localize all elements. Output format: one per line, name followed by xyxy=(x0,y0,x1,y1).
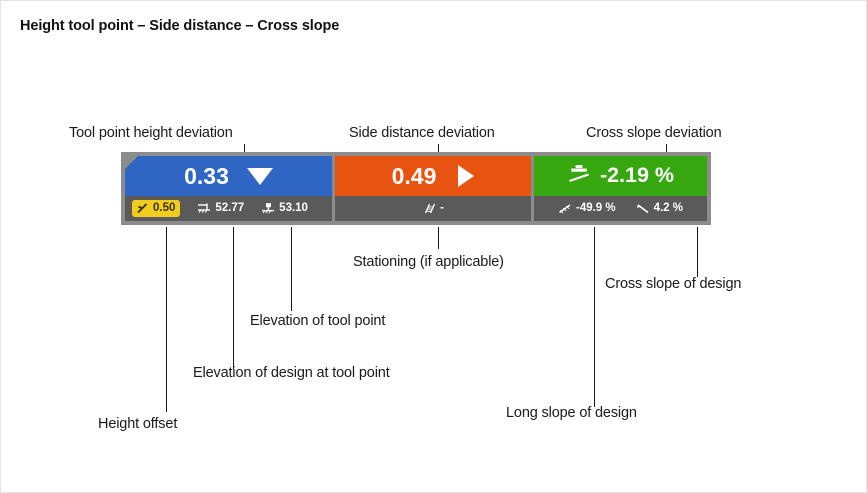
stationing-value: - xyxy=(440,201,444,214)
callout-tool-point-height-deviation: Tool point height deviation xyxy=(69,125,233,141)
callout-height-offset: Height offset xyxy=(98,416,178,432)
side-distance-secondary-row: - xyxy=(335,196,531,221)
elevation-of-design-at-tool-point-value: 52.77 xyxy=(215,201,245,214)
stationing-icon xyxy=(422,202,436,215)
tool-point-secondary-row: 0.50 52 xyxy=(125,196,332,221)
callout-elevation-of-design-at-tool-point: Elevation of design at tool point xyxy=(193,365,390,381)
tool-point-height-deviation-value: 0.33 xyxy=(184,162,229,189)
cross-slope-secondary-row: -49.9 % 4.2 % xyxy=(534,196,707,221)
elevation-of-design-at-tool-point-field[interactable]: 52.77 xyxy=(197,202,244,215)
callout-stationing: Stationing (if applicable) xyxy=(353,254,504,270)
corner-cut-decoration xyxy=(125,156,138,169)
arrow-down-icon xyxy=(246,167,273,185)
leader-line-height-offset xyxy=(166,227,167,412)
page-title: Height tool point – Side distance – Cros… xyxy=(20,18,340,34)
long-slope-icon xyxy=(558,202,572,215)
long-slope-of-design-field[interactable]: -49.9 % xyxy=(558,202,616,215)
arrow-right-icon xyxy=(458,165,475,187)
callout-side-distance-deviation: Side distance deviation xyxy=(349,125,495,141)
height-offset-icon xyxy=(136,202,149,215)
cross-slope-of-design-field[interactable]: 4.2 % xyxy=(636,202,683,215)
panel-tool-point-height-deviation[interactable]: 0.33 0.50 xyxy=(125,156,332,221)
callout-elevation-of-tool-point: Elevation of tool point xyxy=(250,313,386,329)
tool-point-elevation-icon xyxy=(261,202,275,215)
elevation-of-tool-point-value: 53.10 xyxy=(279,201,308,214)
side-distance-deviation-value: 0.49 xyxy=(391,162,437,189)
leader-line-elevation-of-tool-point xyxy=(291,227,292,311)
leader-line-cross-slope-of-design xyxy=(697,227,698,277)
cross-slope-of-design-value: 4.2 % xyxy=(653,201,684,214)
callout-cross-slope-of-design: Cross slope of design xyxy=(605,276,742,292)
long-slope-of-design-value: -49.9 % xyxy=(575,201,616,214)
leader-line-elevation-of-design-at-tool-point xyxy=(233,227,234,369)
cross-slope-deviation-value: -2.19 % xyxy=(599,163,675,188)
leader-line-stationing xyxy=(438,227,439,249)
design-elevation-icon xyxy=(197,202,211,215)
stationing-field[interactable]: - xyxy=(422,202,444,215)
panel-separator-2 xyxy=(531,156,534,221)
panel-side-distance-deviation[interactable]: 0.49 - xyxy=(335,156,531,221)
panel-cross-slope-deviation[interactable]: -2.19 % -49.9 % xyxy=(534,156,707,221)
leader-line-long-slope-of-design xyxy=(594,227,595,407)
cross-slope-icon xyxy=(636,202,650,215)
callout-long-slope-of-design: Long slope of design xyxy=(506,405,637,421)
elevation-of-tool-point-field[interactable]: 53.10 xyxy=(261,202,308,215)
tool-point-height-deviation-display[interactable]: 0.33 xyxy=(125,156,332,196)
cross-slope-deviation-display[interactable]: -2.19 % xyxy=(534,156,707,196)
blade-slope-icon xyxy=(567,163,591,190)
panel-separator-1 xyxy=(332,156,335,221)
measurement-widget[interactable]: 0.33 0.50 xyxy=(121,152,711,225)
height-offset-value: 0.50 xyxy=(153,201,176,214)
height-offset-field[interactable]: 0.50 xyxy=(132,200,181,217)
callout-cross-slope-deviation: Cross slope deviation xyxy=(586,125,722,141)
side-distance-deviation-display[interactable]: 0.49 xyxy=(335,156,531,196)
widget-inner: 0.33 0.50 xyxy=(125,156,707,221)
